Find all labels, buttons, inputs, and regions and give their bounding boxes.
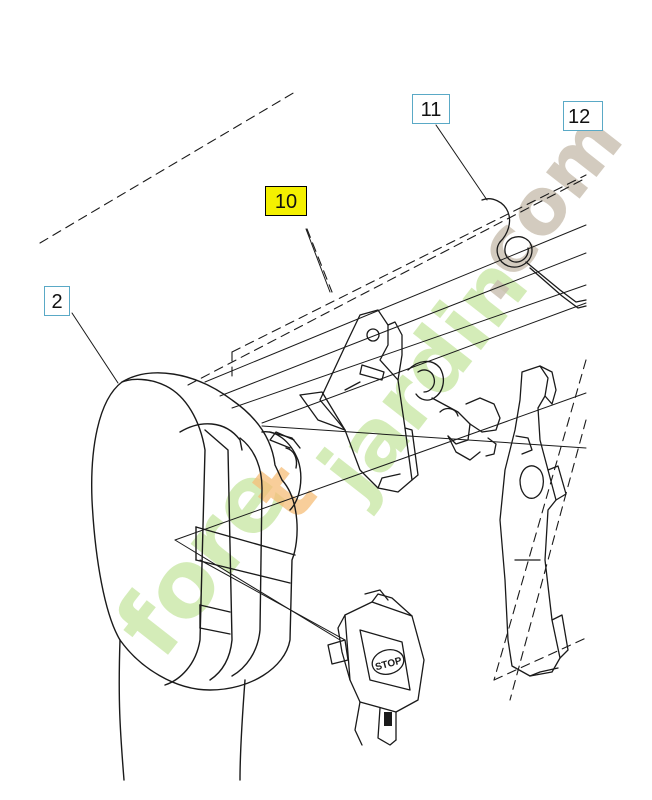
switch-terminal: [384, 712, 392, 726]
callout-11[interactable]: 11: [412, 94, 450, 124]
callout-10-highlighted[interactable]: 10: [265, 186, 307, 216]
throttle-lever: [499, 365, 569, 677]
callout-12[interactable]: 12: [563, 101, 603, 131]
handle-housing-part-2: [91, 372, 302, 781]
callout-2[interactable]: 2: [44, 286, 70, 316]
callout-leaders: [71, 124, 488, 384]
guide-lines: [174, 224, 587, 641]
spring-part-11: [481, 198, 587, 309]
stop-switch: [327, 589, 425, 746]
trigger-lever-part-10: [269, 309, 501, 493]
stop-switch-label: STOP: [374, 656, 403, 674]
dashed-assembly-outline: [39, 91, 587, 701]
